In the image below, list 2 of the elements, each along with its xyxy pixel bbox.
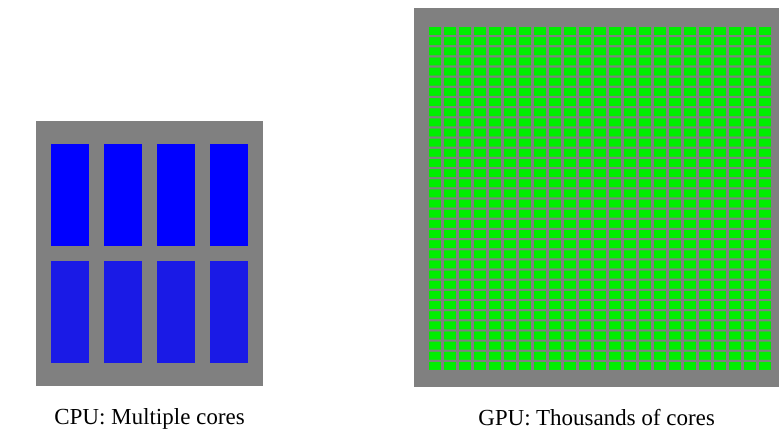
chip-caption: CPU: Multiple cores: [53, 404, 246, 430]
chip-caption: GPU: Thousands of cores: [477, 405, 716, 431]
